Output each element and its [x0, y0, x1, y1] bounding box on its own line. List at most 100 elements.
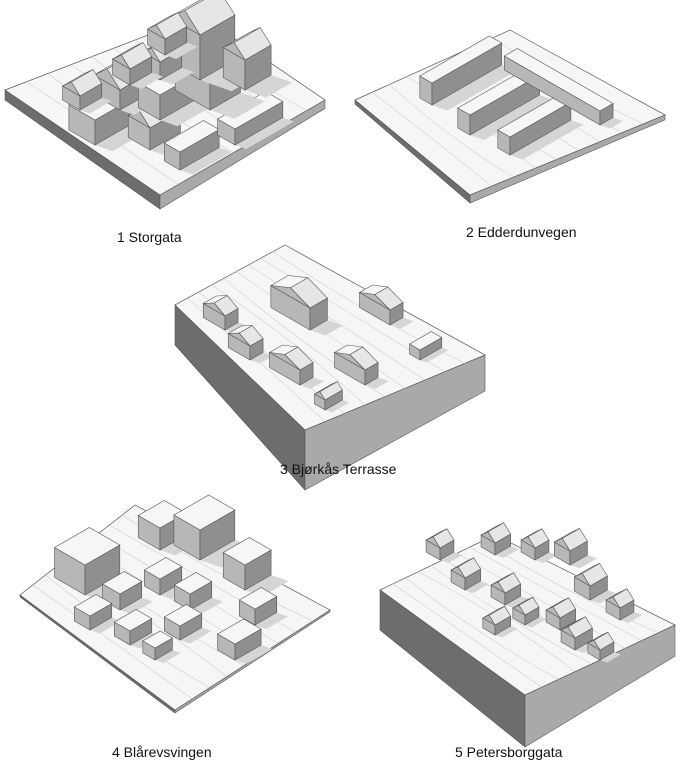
- bjorkas-terrasse-building-gable: [359, 292, 391, 311]
- petersborggata-house-gable: [573, 573, 591, 587]
- storgata-building-shadow: [130, 72, 163, 89]
- petersborggata-house-shadow: [570, 555, 598, 569]
- bjorkas-terrasse-building-shadow: [300, 377, 324, 389]
- bjorkas-terrasse-building-gable: [313, 391, 326, 401]
- edderdunvegen-terrain-contour: [372, 91, 492, 187]
- edderdunvegen-block-shadow: [510, 120, 584, 160]
- edderdunvegen-block-shadow: [470, 95, 554, 140]
- bjorkas-terrasse-building-shadow: [365, 377, 389, 389]
- edderdunvegen-model-drawing: [354, 29, 666, 204]
- petersborggata-terrain-contour: [469, 546, 642, 641]
- blarevsvingen-building-roof: [238, 587, 278, 610]
- blarevsvingen-building-roof: [143, 557, 183, 580]
- blarevsvingen-building-roof: [163, 604, 203, 627]
- petersborggata-terrain-contour: [392, 583, 542, 688]
- petersborggata-house-shadow: [600, 652, 621, 663]
- edderdunvegen-row-roof: [503, 48, 614, 112]
- bjorkas-terrasse-building-roof: [408, 331, 443, 351]
- bjorkas-terrasse-building-gable: [202, 302, 226, 317]
- blarevsvingen-building-shadow: [235, 645, 273, 664]
- edderdunvegen-terrain-contour: [389, 84, 514, 178]
- storgata-building-shadow: [245, 75, 293, 98]
- storgata-building-roof: [163, 120, 220, 153]
- blarevsvingen-building-roof: [142, 630, 174, 649]
- petersborggata-house-gable: [605, 596, 621, 609]
- bjorkas-terrasse-building-shadow: [420, 347, 449, 363]
- storgata-building-gable: [111, 54, 131, 70]
- bjorkas-terrasse-model-drawing: [174, 244, 486, 491]
- bjorkas-terrasse-building-shadow: [310, 320, 343, 336]
- petersborggata-house-shadow: [525, 617, 546, 628]
- petersborggata-terrain-contour: [405, 577, 559, 680]
- site-model-storgata: [0, 0, 330, 210]
- storgata-building-shadow: [235, 117, 295, 149]
- petersborggata-house-gable: [480, 531, 496, 544]
- blarevsvingen-building-roof: [113, 609, 153, 632]
- bjorkas-terrasse-building-gable: [334, 352, 366, 371]
- site-model-blarevsvingen: [5, 494, 335, 715]
- bjorkas-terrasse-building-shadow: [250, 352, 273, 364]
- storgata-building-gable: [222, 42, 246, 61]
- blarevsvingen-building-roof: [222, 537, 272, 566]
- caption-petersborggata: 5 Petersborggata: [455, 744, 563, 760]
- blarevsvingen-building-roof: [53, 527, 121, 566]
- blarevsvingen-building-roof: [101, 571, 143, 595]
- petersborggata-house-shadow: [620, 612, 643, 623]
- storgata-building-gable: [146, 24, 166, 40]
- bjorkas-terrasse-terrain-contour: [248, 264, 426, 381]
- bjorkas-terrasse-building-gable: [270, 285, 311, 309]
- caption-edderdunvegen: 2 Edderdunvegen: [466, 224, 577, 240]
- site-model-bjorkas-terrasse: [165, 235, 495, 491]
- petersborggata-house-gable: [553, 538, 571, 552]
- petersborggata-house-shadow: [465, 581, 490, 593]
- petersborggata-house-shadow: [440, 552, 463, 563]
- blarevsvingen-building-shadow: [255, 612, 288, 629]
- blarevsvingen-building-shadow: [90, 617, 122, 634]
- storgata-building-shadow: [165, 42, 198, 59]
- caption-bjorkas-terrasse: 3 Bjørkås Terrasse: [280, 461, 397, 477]
- petersborggata-house-gable: [560, 626, 576, 639]
- petersborggata-house-gable: [512, 604, 526, 616]
- storgata-building-gable: [61, 81, 81, 97]
- petersborggata-house-gable: [587, 639, 601, 651]
- caption-storgata: 1 Storgata: [117, 229, 182, 245]
- blarevsvingen-building-roof: [173, 494, 236, 531]
- storgata-building-shadow: [160, 67, 195, 85]
- petersborggata-house-gable: [545, 606, 561, 619]
- blarevsvingen-model-drawing: [19, 494, 331, 714]
- storgata-building-shadow: [210, 92, 265, 119]
- blarevsvingen-building-roof: [216, 618, 262, 645]
- blarevsvingen-terrain-contour: [32, 584, 193, 700]
- petersborggata-house-shadow: [495, 546, 520, 558]
- bjorkas-terrasse-building-gable: [227, 332, 251, 347]
- blarevsvingen-building-shadow: [120, 597, 153, 614]
- petersborggata-model-drawing: [379, 522, 676, 748]
- storgata-building-gable: [93, 68, 121, 91]
- storgata-building-shadow: [160, 100, 213, 127]
- site-model-petersborggata: [355, 520, 685, 748]
- petersborggata-house-gable: [520, 536, 536, 549]
- petersborggata-house-gable: [482, 614, 496, 626]
- blarevsvingen-building-shadow: [180, 627, 212, 644]
- bjorkas-terrasse-building-gable: [269, 352, 301, 371]
- storgata-building-shadow: [180, 147, 232, 175]
- petersborggata-house-shadow: [495, 626, 518, 638]
- petersborggata-house-gable: [450, 566, 466, 579]
- storgata-building-shadow: [80, 97, 112, 114]
- blarevsvingen-building-shadow: [155, 650, 181, 663]
- petersborggata-house-gable: [425, 536, 441, 549]
- bjorkas-terrasse-building-shadow: [390, 317, 414, 329]
- petersborggata-house-shadow: [535, 552, 558, 563]
- caption-blarevsvingen: 4 Blårevsvingen: [112, 744, 212, 760]
- bjorkas-terrasse-building-shadow: [225, 322, 248, 334]
- bjorkas-terrasse-terrain-contour: [211, 284, 366, 406]
- edderdunvegen-block-shadow: [432, 65, 517, 111]
- site-model-edderdunvegen: [350, 20, 670, 204]
- edderdunvegen-block-roof: [419, 35, 503, 84]
- petersborggata-house-shadow: [590, 590, 618, 604]
- bjorkas-terrasse-building-shadow: [325, 400, 350, 413]
- blarevsvingen-building-roof: [73, 594, 113, 617]
- petersborggata-house-gable: [490, 581, 506, 594]
- blarevsvingen-building-shadow: [190, 597, 223, 614]
- storgata-model-drawing: [4, 0, 326, 210]
